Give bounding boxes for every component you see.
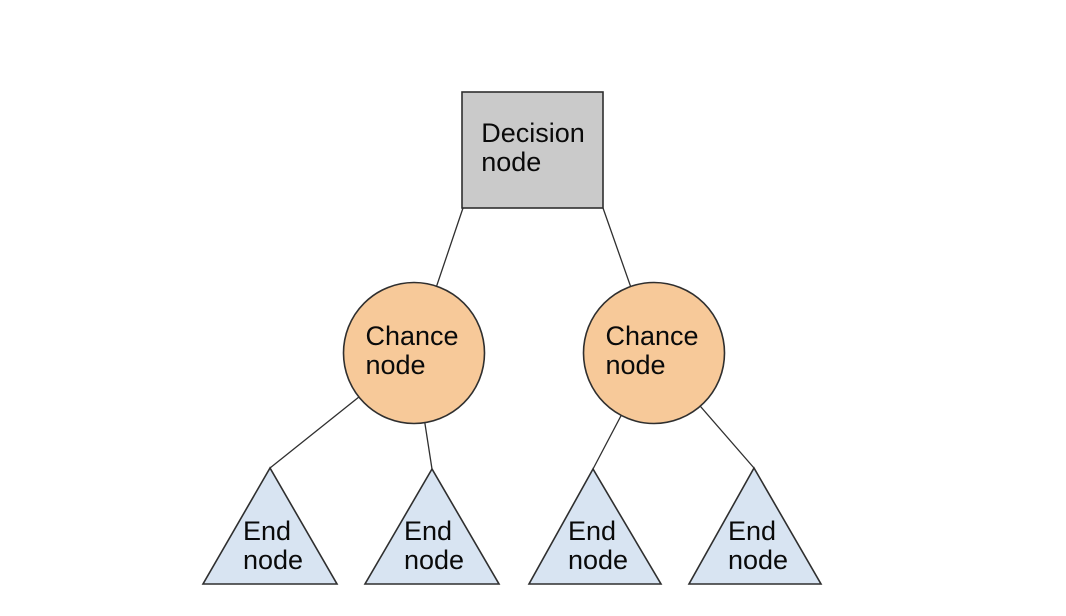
end-node-3-shape <box>527 467 663 585</box>
chance-node-left-shape <box>342 281 486 425</box>
end-node-1-shape <box>201 466 339 585</box>
end-node-4-shape <box>687 466 823 585</box>
end-node-2-shape <box>363 467 501 585</box>
decision-node-shape <box>461 91 604 209</box>
chance-node-right-shape <box>582 281 726 425</box>
